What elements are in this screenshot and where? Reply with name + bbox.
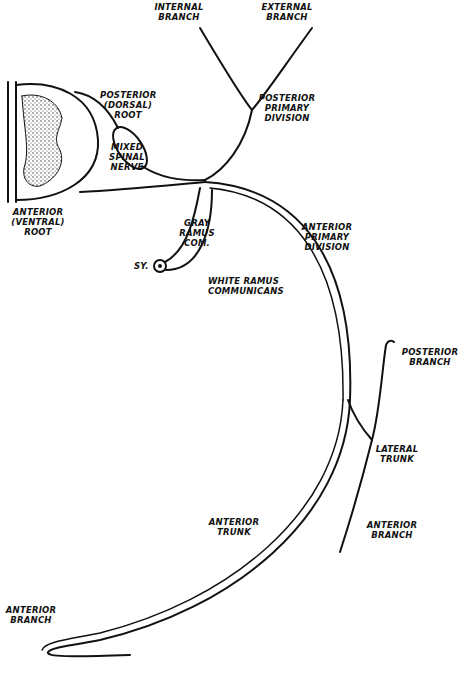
part-label: POSTERIOR PRIMARY DIVISION (255, 93, 319, 123)
part-label: POSTERIOR (DORSAL) ROOT (100, 90, 156, 120)
part-label: WHITE RAMUS COMMUNICANS (208, 276, 308, 296)
anterior-primary-division (205, 182, 350, 400)
spinal-cord (8, 82, 98, 202)
posterior-branch (372, 341, 394, 440)
part-label: ANTERIOR BRANCH (362, 520, 422, 540)
part-label: POSTERIOR BRANCH (398, 347, 462, 367)
lateral-trunk (348, 400, 372, 440)
gray-matter (22, 95, 62, 186)
part-label: EXTERNAL BRANCH (258, 2, 316, 22)
sympathetic-ganglion-core (158, 264, 162, 268)
sympathetic-ganglion (154, 260, 166, 272)
posterior-primary-division (205, 110, 252, 180)
part-label: MIXED SPINAL NERVE (102, 142, 152, 172)
part-label: ANTERIOR PRIMARY DIVISION (292, 222, 362, 252)
part-label: LATERAL TRUNK (372, 444, 422, 464)
part-label: SY. (134, 261, 156, 271)
anterior-root (80, 182, 205, 192)
internal-branch (200, 28, 252, 110)
posterior-root-distal (142, 166, 205, 180)
part-label: ANTERIOR TRUNK (206, 517, 262, 537)
part-label: GRAY RAMUS COM. (176, 218, 218, 248)
part-label: ANTERIOR (VENTRAL) ROOT (2, 207, 74, 237)
anterior-trunk-inner (42, 400, 343, 650)
part-label: INTERNAL BRANCH (150, 2, 208, 22)
part-label: ANTERIOR BRANCH (2, 605, 60, 625)
anterior-trunk (48, 400, 350, 656)
anterior-branch (340, 440, 372, 552)
